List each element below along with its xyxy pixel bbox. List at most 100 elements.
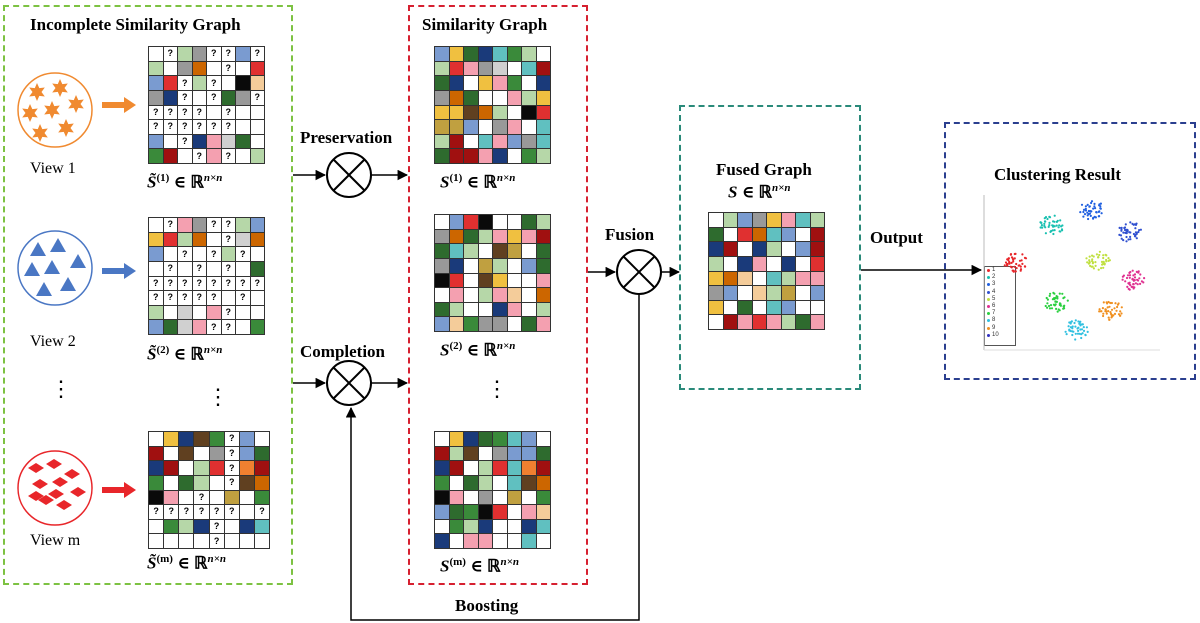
matrix-cell	[493, 149, 507, 163]
scatter-point	[1109, 301, 1112, 305]
missing-cell: ?	[194, 490, 209, 505]
matrix-cell	[493, 215, 507, 229]
matrix-cell	[192, 134, 206, 149]
matrix-cell	[536, 149, 550, 163]
matrix-cell	[478, 317, 492, 331]
matrix-cell	[464, 461, 478, 475]
scatter-point	[1082, 329, 1086, 332]
triangle-glyph	[50, 238, 66, 252]
matrix-cell	[709, 286, 723, 300]
scatter-point	[1010, 261, 1013, 264]
scatter-point	[1102, 254, 1105, 257]
scatter-point	[1010, 256, 1014, 259]
matrix-cell	[163, 76, 177, 90]
matrix-cell	[536, 229, 550, 244]
scatter-point	[1130, 285, 1133, 288]
matrix-cell	[723, 286, 737, 300]
matrix-cell	[781, 256, 795, 271]
missing-cell: ?	[221, 320, 235, 334]
matrix-cell	[464, 229, 478, 244]
matrix-cell	[192, 61, 206, 76]
missing-cell: ?	[163, 120, 177, 134]
legend-label: 5	[992, 295, 996, 302]
star-glyph	[29, 83, 45, 101]
matrix-cell	[522, 47, 536, 61]
matrix-cell	[493, 505, 507, 519]
boosting-label: Boosting	[455, 596, 519, 615]
matrix-cell	[522, 229, 536, 244]
scatter-point	[1138, 277, 1141, 280]
matrix-cell	[709, 227, 723, 242]
missing-cell: ?	[221, 232, 235, 247]
missing-cell: ?	[224, 475, 239, 490]
matrix-cell	[449, 76, 463, 90]
scatter-point	[1057, 226, 1060, 229]
matrix-cell	[723, 300, 737, 315]
scatter-point	[1073, 321, 1076, 325]
matrix-cell	[178, 149, 192, 163]
scatter-point	[1124, 280, 1127, 283]
triangle-glyph	[36, 282, 52, 296]
matrix-cell	[522, 317, 536, 331]
scatter-point	[1095, 253, 1098, 256]
scatter-point	[1102, 266, 1105, 269]
legend-marker	[987, 290, 990, 294]
legend-entry: 3	[985, 281, 1015, 288]
scatter-point	[1116, 305, 1119, 309]
scatter-point	[1132, 274, 1135, 277]
matrix-cell	[738, 315, 752, 329]
scatter-point	[1136, 278, 1139, 281]
scatter-point	[1015, 267, 1018, 270]
matrix-cell	[522, 519, 536, 534]
scatter-point	[1054, 300, 1057, 303]
scatter-point	[1119, 310, 1122, 313]
matrix-cell	[435, 149, 449, 163]
matrix-cell	[449, 432, 463, 446]
scatter-point	[1088, 255, 1091, 258]
matrix-cell	[149, 305, 163, 320]
scatter-point	[1108, 259, 1111, 262]
matrix-cell	[752, 242, 766, 256]
matrix-cell	[752, 286, 766, 300]
matrix-cell	[164, 534, 179, 548]
matrix-cell	[192, 320, 206, 334]
scatter-point	[1080, 203, 1084, 206]
matrix-cell	[224, 519, 239, 534]
matrix-cell	[738, 300, 752, 315]
matrix-cell	[493, 490, 507, 505]
matrix-cell	[163, 320, 177, 334]
matrix-cell	[435, 302, 449, 317]
matrix-cell	[209, 461, 224, 475]
scatter-point	[1070, 320, 1073, 323]
matrix-cell	[810, 227, 824, 242]
matrix-cell	[207, 61, 221, 76]
matrix-cell	[507, 432, 521, 446]
matrix-cell	[493, 76, 507, 90]
missing-cell: ?	[207, 320, 221, 334]
scatter-point	[1006, 262, 1009, 266]
matrix-cell	[536, 258, 550, 273]
matrix-cell	[221, 76, 235, 90]
matrix-cell	[767, 213, 781, 227]
legend-label: 6	[992, 302, 996, 309]
matrix-cell	[478, 475, 492, 490]
scatter-point	[1128, 271, 1131, 274]
matrix-cell	[435, 505, 449, 519]
matrix-cell	[464, 61, 478, 76]
scatter-point	[1125, 235, 1128, 239]
scatter-point	[1049, 304, 1053, 307]
scatter-point	[1091, 254, 1094, 257]
missing-cell: ?	[224, 505, 239, 519]
matrix-cell	[536, 475, 550, 490]
s1-formula: S(1) ∈ ℝn×n	[440, 172, 516, 192]
matrix-cell	[435, 90, 449, 105]
matrix-cell	[723, 213, 737, 227]
scatter-point	[1105, 260, 1108, 263]
scatter-point	[1105, 312, 1108, 315]
matrix-cell	[522, 534, 536, 548]
matrix-cell	[464, 288, 478, 302]
scatter-point	[1094, 261, 1097, 264]
matrix-cell	[478, 490, 492, 505]
matrix-cell	[435, 105, 449, 120]
scatter-point	[1065, 333, 1068, 336]
